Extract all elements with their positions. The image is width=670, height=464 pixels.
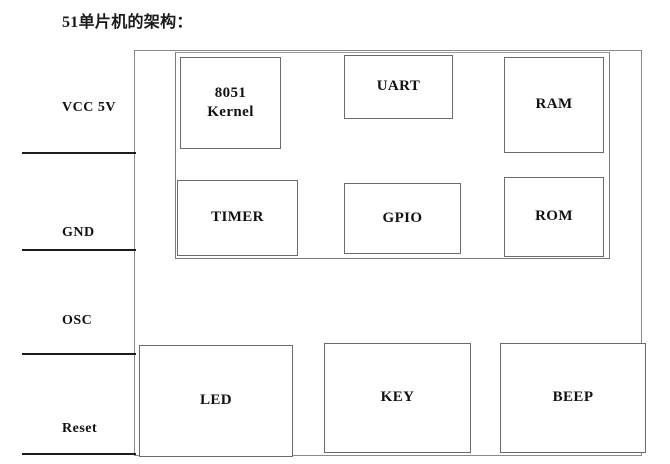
- pin-line-vcc: [22, 152, 136, 154]
- block-beep-label: BEEP: [552, 389, 594, 406]
- pin-line-gnd: [22, 249, 136, 251]
- block-rom-label: ROM: [535, 208, 573, 225]
- block-ram[interactable]: RAM: [504, 57, 604, 153]
- block-key[interactable]: KEY: [324, 343, 471, 453]
- block-led-label: LED: [199, 392, 233, 409]
- block-beep[interactable]: BEEP: [500, 343, 646, 453]
- pin-line-reset: [22, 453, 136, 455]
- block-key-label: KEY: [380, 389, 415, 406]
- pin-label-reset: Reset: [62, 421, 98, 436]
- pin-line-osc: [22, 353, 136, 355]
- block-kernel-label: 8051 Kernel: [207, 84, 254, 120]
- block-rom[interactable]: ROM: [504, 177, 604, 257]
- page-title: 51单片机的架构：: [62, 14, 193, 31]
- block-gpio-label: GPIO: [382, 209, 423, 226]
- block-uart-label: UART: [376, 78, 421, 95]
- block-kernel[interactable]: 8051 Kernel: [180, 57, 281, 149]
- block-gpio[interactable]: GPIO: [344, 183, 461, 254]
- block-ram-label: RAM: [535, 96, 573, 113]
- pin-label-vcc: VCC 5V: [62, 100, 116, 115]
- pin-label-gnd: GND: [62, 225, 95, 240]
- block-timer[interactable]: TIMER: [177, 180, 298, 256]
- block-uart[interactable]: UART: [344, 55, 453, 119]
- mcu-chip-outline: [134, 50, 642, 456]
- pin-label-osc: OSC: [62, 313, 93, 328]
- block-led[interactable]: LED: [139, 345, 293, 457]
- mcu-core-container: [175, 52, 610, 259]
- block-timer-label: TIMER: [211, 209, 264, 226]
